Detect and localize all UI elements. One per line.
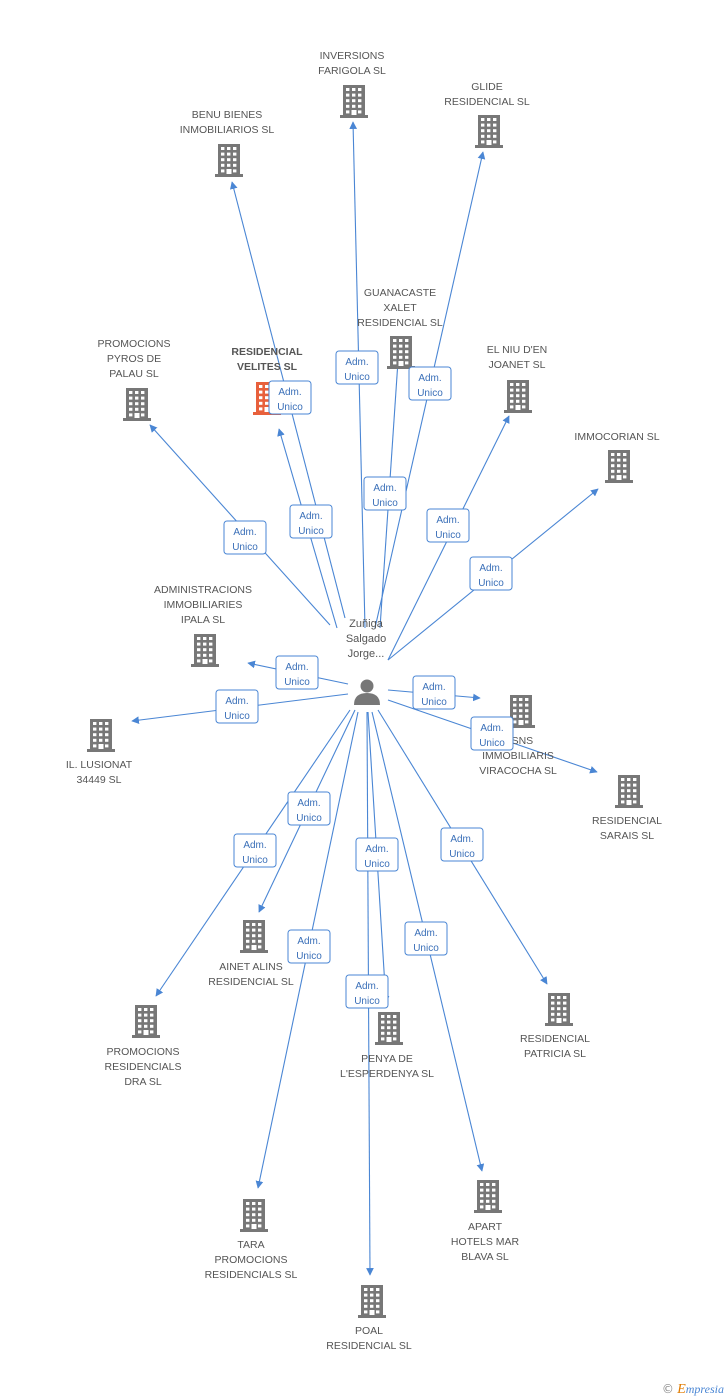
- svg-text:Adm.Unico: Adm.Unico: [421, 682, 447, 708]
- svg-text:Adm.Unico: Adm.Unico: [284, 662, 310, 688]
- role-badge[interactable]: Adm.Unico: [469, 556, 513, 591]
- building-icon[interactable]: [474, 1180, 502, 1213]
- building-icon[interactable]: [340, 85, 368, 118]
- role-badge[interactable]: Adm.Unico: [268, 380, 312, 415]
- role-badge[interactable]: Adm.Unico: [426, 508, 470, 543]
- svg-text:Adm.Unico: Adm.Unico: [298, 511, 324, 537]
- role-badge[interactable]: Adm.Unico: [233, 833, 277, 868]
- role-badge[interactable]: Adm.Unico: [287, 929, 331, 964]
- role-badge[interactable]: Adm.Unico: [335, 350, 379, 385]
- footer-brand: © Empresia: [662, 1382, 724, 1398]
- role-badge[interactable]: Adm.Unico: [470, 716, 514, 751]
- svg-text:Adm.Unico: Adm.Unico: [364, 844, 390, 870]
- copyright-symbol: ©: [661, 1382, 674, 1396]
- building-icon[interactable]: [123, 388, 151, 421]
- role-badge[interactable]: Adm.Unico: [363, 476, 407, 511]
- svg-text:Adm.Unico: Adm.Unico: [479, 723, 505, 749]
- role-badge[interactable]: Adm.Unico: [404, 921, 448, 956]
- role-badge[interactable]: Adm.Unico: [440, 827, 484, 862]
- svg-text:Adm.Unico: Adm.Unico: [435, 515, 461, 541]
- svg-text:Adm.Unico: Adm.Unico: [344, 357, 370, 383]
- svg-text:Adm.Unico: Adm.Unico: [417, 373, 443, 399]
- brand-initial: E: [677, 1382, 686, 1397]
- building-icon[interactable]: [240, 1199, 268, 1232]
- building-icon[interactable]: [240, 920, 268, 953]
- role-badge[interactable]: Adm.Unico: [412, 675, 456, 710]
- svg-text:Adm.Unico: Adm.Unico: [296, 798, 322, 824]
- svg-text:Adm.Unico: Adm.Unico: [224, 696, 250, 722]
- company-label-immocorian[interactable]: IMMOCORIAN SL: [574, 431, 659, 443]
- person-icon[interactable]: [354, 679, 380, 706]
- role-badge[interactable]: Adm.Unico: [289, 504, 333, 539]
- building-icon[interactable]: [132, 1005, 160, 1038]
- building-icon[interactable]: [87, 719, 115, 752]
- svg-text:Adm.Unico: Adm.Unico: [354, 981, 380, 1007]
- building-icon[interactable]: [387, 336, 415, 369]
- role-badge[interactable]: Adm.Unico: [275, 655, 319, 690]
- svg-text:Adm.Unico: Adm.Unico: [478, 563, 504, 589]
- brand-rest: mpresia: [685, 1382, 724, 1396]
- svg-text:Adm.Unico: Adm.Unico: [242, 840, 268, 866]
- role-badge[interactable]: Adm.Unico: [345, 974, 389, 1009]
- building-icon[interactable]: [605, 450, 633, 483]
- building-icon[interactable]: [375, 1012, 403, 1045]
- building-icon[interactable]: [504, 380, 532, 413]
- svg-text:Adm.Unico: Adm.Unico: [372, 483, 398, 509]
- svg-text:Adm.Unico: Adm.Unico: [449, 834, 475, 860]
- building-icon[interactable]: [615, 775, 643, 808]
- building-icon[interactable]: [215, 144, 243, 177]
- svg-text:Adm.Unico: Adm.Unico: [296, 936, 322, 962]
- building-icon[interactable]: [358, 1285, 386, 1318]
- svg-text:Adm.Unico: Adm.Unico: [232, 527, 258, 553]
- role-badge[interactable]: Adm.Unico: [408, 366, 452, 401]
- building-icon[interactable]: [475, 115, 503, 148]
- role-badge[interactable]: Adm.Unico: [223, 520, 267, 555]
- svg-text:Adm.Unico: Adm.Unico: [277, 387, 303, 413]
- building-icon[interactable]: [545, 993, 573, 1026]
- svg-text:Adm.Unico: Adm.Unico: [413, 928, 439, 954]
- building-icon[interactable]: [191, 634, 219, 667]
- role-badge[interactable]: Adm.Unico: [287, 791, 331, 826]
- role-badge[interactable]: Adm.Unico: [355, 837, 399, 872]
- role-badge[interactable]: Adm.Unico: [215, 689, 259, 724]
- building-icon[interactable]: [507, 695, 535, 728]
